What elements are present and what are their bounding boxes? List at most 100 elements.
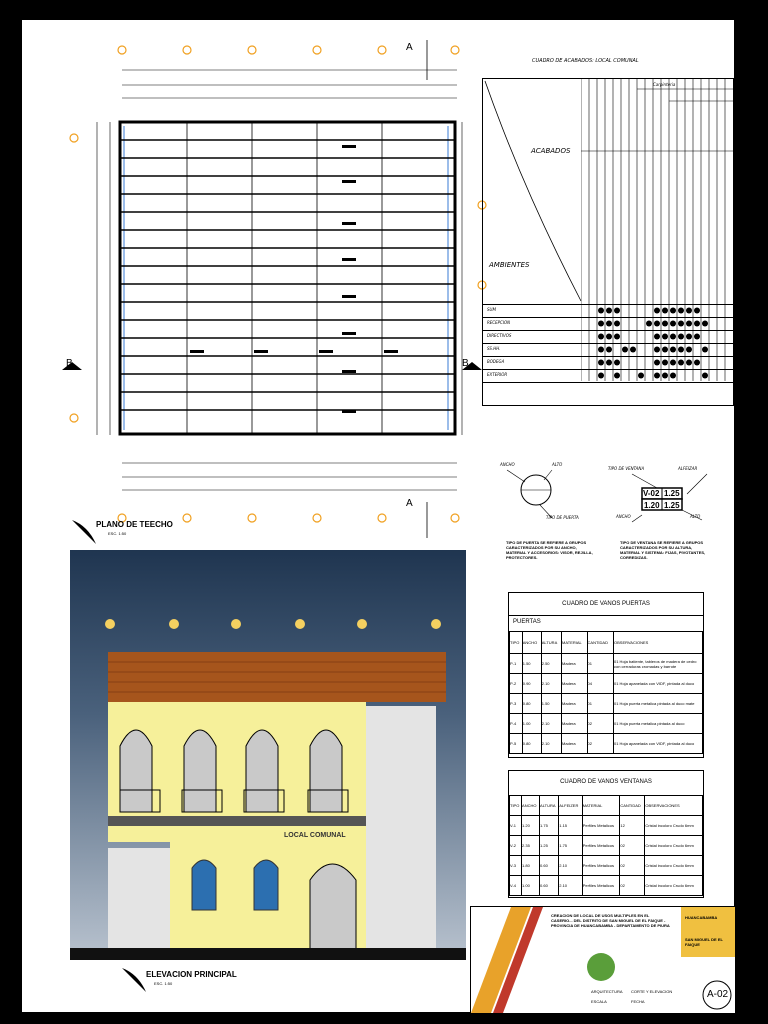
table-cell: 01 Hoja puerta metalica pintada al duco … bbox=[613, 693, 703, 714]
finishes-diagonal-curve bbox=[484, 80, 582, 302]
table-cell: V-2 bbox=[508, 835, 523, 856]
room-label: SS.HH. bbox=[487, 346, 501, 351]
table-cell: 01 Hoja apanelada con VIDF, pintada al d… bbox=[613, 673, 703, 694]
finish-dot bbox=[614, 333, 620, 340]
windows-table-title: CUADRO DE VANOS VENTANAS bbox=[560, 779, 652, 785]
legend-window-alto: ALTO bbox=[690, 514, 701, 519]
windows-header: CANTIDAD bbox=[619, 795, 646, 816]
table-cell: 2.10 bbox=[540, 713, 563, 734]
table-cell: 1.15 bbox=[558, 815, 583, 836]
legend-window-value: 1.20 bbox=[644, 501, 660, 510]
table-cell: 0.80 bbox=[521, 733, 542, 754]
table-cell: 12 bbox=[619, 815, 646, 836]
elevation-drawing bbox=[70, 619, 466, 960]
table-cell: 02 bbox=[619, 835, 646, 856]
finish-dot bbox=[614, 320, 620, 327]
finish-dot bbox=[694, 333, 700, 340]
legend-door-alto: ALTO bbox=[552, 462, 563, 467]
finish-dot bbox=[598, 307, 604, 314]
finish-dot bbox=[662, 372, 668, 379]
table-cell: P-2 bbox=[509, 673, 523, 694]
windows-header: ALFEIZER bbox=[558, 795, 583, 816]
table-cell: 02 bbox=[619, 875, 646, 896]
table-cell: V-1 bbox=[508, 815, 523, 836]
table-cell: 2.10 bbox=[540, 733, 563, 754]
finish-dot bbox=[630, 346, 636, 353]
table-cell: Madera bbox=[561, 673, 588, 694]
legend-window-ancho: ANCHO bbox=[616, 514, 631, 519]
table-cell: 1.50 bbox=[540, 693, 563, 714]
legend-window-code: V-02 bbox=[643, 489, 660, 498]
finish-dot bbox=[614, 359, 620, 366]
legend-window-value: 1.25 bbox=[664, 489, 680, 498]
finish-dot bbox=[654, 320, 660, 327]
table-cell: 01 bbox=[586, 693, 615, 714]
legend-door-type: TIPO DE PUERTA bbox=[546, 515, 579, 520]
windows-header: MATERIAL bbox=[581, 795, 621, 816]
finish-dot bbox=[670, 359, 676, 366]
section-label-a-top: A bbox=[406, 42, 413, 53]
finish-dot bbox=[606, 320, 612, 327]
finishes-dots bbox=[598, 307, 708, 379]
room-label: RECEPCION bbox=[487, 320, 511, 325]
table-cell: Cristal incoloro Crudo 6mm bbox=[644, 875, 703, 896]
finishes-header-acabados: ACABADOS bbox=[531, 147, 571, 155]
finish-dot bbox=[678, 346, 684, 353]
finish-dot bbox=[670, 307, 676, 314]
title-block-graphics bbox=[471, 907, 735, 1013]
room-label: SUM bbox=[487, 307, 496, 312]
table-cell: 02 bbox=[619, 855, 646, 876]
table-cell: P-1 bbox=[509, 653, 523, 674]
table-cell: 2.10 bbox=[558, 855, 583, 876]
legend-door-note: TIPO DE PUERTA SE REFIERE A GRUPOS CARAC… bbox=[506, 540, 593, 560]
finish-dot bbox=[686, 333, 692, 340]
finish-dot bbox=[654, 372, 660, 379]
table-cell: 1.00 bbox=[521, 713, 542, 734]
table-cell: 01 Hoja apanelada con VIDF, pintada al d… bbox=[613, 733, 703, 754]
title-block-sheet-number: A-02 bbox=[707, 989, 729, 1000]
room-label: DIRECTIVOS bbox=[487, 333, 512, 338]
table-cell: 2.10 bbox=[558, 875, 583, 896]
table-cell: 01 Hoja batiente, tableros de madera de … bbox=[613, 653, 703, 674]
title-block: CREACION DE LOCAL DE USOS MULTIPLES EN E… bbox=[470, 906, 736, 1014]
table-cell: 1.75 bbox=[558, 835, 583, 856]
table-cell: V-3 bbox=[508, 855, 523, 876]
table-cell: Madera bbox=[561, 733, 588, 754]
table-cell: 1.80 bbox=[521, 855, 541, 876]
finish-dot bbox=[654, 346, 660, 353]
table-cell: P-4 bbox=[509, 713, 523, 734]
table-cell: Perfiles Metalicos bbox=[581, 835, 621, 856]
room-label: EXTERIOR bbox=[487, 372, 508, 377]
finish-dot bbox=[678, 320, 684, 327]
drawing-sheet: A A B B PLANO DE TEECHO ESC. 1:50 CUADRO… bbox=[22, 20, 736, 1014]
table-cell: 01 bbox=[586, 653, 615, 674]
finish-dot bbox=[670, 320, 676, 327]
windows-header: TIPO bbox=[508, 795, 523, 816]
finish-dot bbox=[654, 307, 660, 314]
roof-plan-scale: ESC. 1:50 bbox=[108, 531, 127, 536]
table-cell: Perfiles Metalicos bbox=[581, 815, 621, 836]
finish-dot bbox=[686, 346, 692, 353]
finish-dot bbox=[654, 333, 660, 340]
finish-dot bbox=[614, 307, 620, 314]
finish-dot bbox=[694, 307, 700, 314]
table-cell: Cristal incoloro Crudo 6mm bbox=[644, 855, 703, 876]
table-cell: 2.50 bbox=[540, 653, 563, 674]
finish-dot bbox=[662, 307, 668, 314]
table-cell: P-3 bbox=[509, 693, 523, 714]
finishes-top-group: Carpinteria bbox=[653, 82, 676, 87]
table-cell: 1.00 bbox=[521, 875, 541, 896]
section-label-b-right: B bbox=[462, 358, 469, 369]
finish-dot bbox=[670, 346, 676, 353]
finish-dot bbox=[686, 307, 692, 314]
roof-plan-drawing bbox=[62, 40, 487, 538]
finish-dot bbox=[678, 359, 684, 366]
finish-dot bbox=[694, 359, 700, 366]
elevation-scale: ESC. 1:50 bbox=[154, 981, 173, 986]
table-cell: Madera bbox=[561, 713, 588, 734]
table-cell: 2.35 bbox=[521, 835, 541, 856]
title-block-right-text: HUANCABAMBA bbox=[685, 915, 718, 920]
legend-window-alfeizar: ALFEIZAR bbox=[678, 466, 698, 471]
finishes-table-title: CUADRO DE ACABADOS: LOCAL COMUNAL bbox=[532, 58, 639, 64]
doors-header: ANCHO bbox=[521, 631, 542, 654]
